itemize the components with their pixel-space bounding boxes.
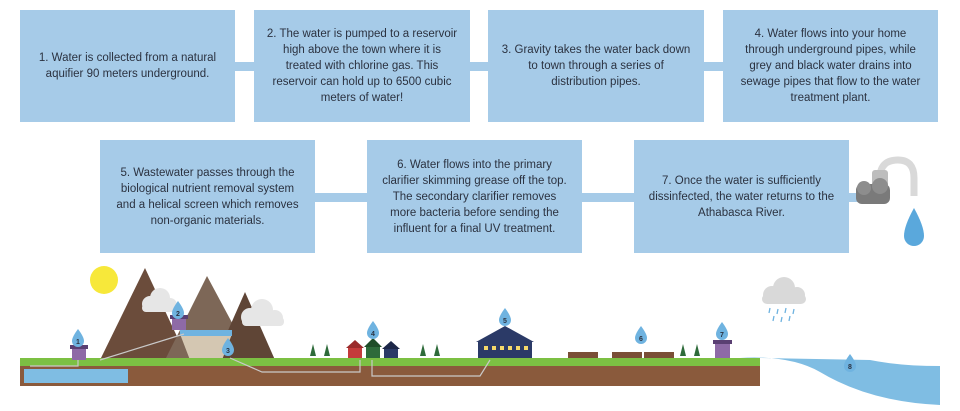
step-7-box: 7. Once the water is sufficiently dissin… xyxy=(634,140,849,253)
step-6-text: 6. Water flows into the primary clarifie… xyxy=(382,158,567,235)
reservoir xyxy=(180,330,232,360)
svg-text:2: 2 xyxy=(176,311,180,318)
step-5-box: 5. Wastewater passes through the biologi… xyxy=(100,140,315,253)
trees xyxy=(310,344,700,356)
marker-6: 6 xyxy=(635,326,647,344)
outfall-building xyxy=(713,340,732,358)
grass-strip xyxy=(20,358,760,366)
step-5-text: 5. Wastewater passes through the biologi… xyxy=(116,166,299,227)
marker-7: 7 xyxy=(716,322,728,340)
step-4-box: 4. Water flows into your home through un… xyxy=(723,10,938,122)
step-7-text: 7. Once the water is sufficiently dissin… xyxy=(648,174,835,219)
svg-text:8: 8 xyxy=(848,364,852,371)
step-3-text: 3. Gravity takes the water back down to … xyxy=(501,44,691,88)
connector-5-6 xyxy=(315,193,367,202)
svg-text:3: 3 xyxy=(226,348,230,355)
step-6-box: 6. Water flows into the primary clarifie… xyxy=(367,140,582,253)
marker-2: 2 xyxy=(172,301,184,319)
marker-8: 8 xyxy=(844,354,856,372)
pipes xyxy=(30,333,491,377)
step-2-text: 2. The water is pumped to a reservoir hi… xyxy=(266,28,458,104)
pump-house xyxy=(70,345,88,360)
marker-3: 3 xyxy=(222,338,234,356)
connector-6-7 xyxy=(582,193,634,202)
step-2-box: 2. The water is pumped to a reservoir hi… xyxy=(254,10,470,122)
sun-icon xyxy=(90,266,118,294)
step-1-box: 1. Water is collected from a natural aqu… xyxy=(20,10,235,122)
svg-text:6: 6 xyxy=(639,336,643,343)
svg-text:4: 4 xyxy=(371,331,375,338)
faucet-icon xyxy=(856,156,924,246)
marker-1: 1 xyxy=(72,329,84,347)
connector-2-3 xyxy=(470,62,488,71)
marker-4: 4 xyxy=(367,321,379,339)
svg-text:7: 7 xyxy=(720,332,724,339)
cloud-icon xyxy=(241,299,284,326)
river xyxy=(740,357,940,405)
connector-3-4 xyxy=(704,62,723,71)
svg-text:1: 1 xyxy=(76,339,80,346)
connector-1-2 xyxy=(235,62,254,71)
homes xyxy=(346,338,400,358)
treatment-plant xyxy=(476,326,534,358)
step-3-box: 3. Gravity takes the water back down to … xyxy=(488,10,704,122)
step-4-text: 4. Water flows into your home through un… xyxy=(740,28,921,104)
aquifer xyxy=(24,369,128,383)
rain-cloud-icon xyxy=(762,277,806,323)
clarifiers xyxy=(568,352,674,358)
marker-5: 5 xyxy=(499,308,511,326)
svg-text:5: 5 xyxy=(503,318,507,325)
step-1-text: 1. Water is collected from a natural aqu… xyxy=(38,52,217,80)
